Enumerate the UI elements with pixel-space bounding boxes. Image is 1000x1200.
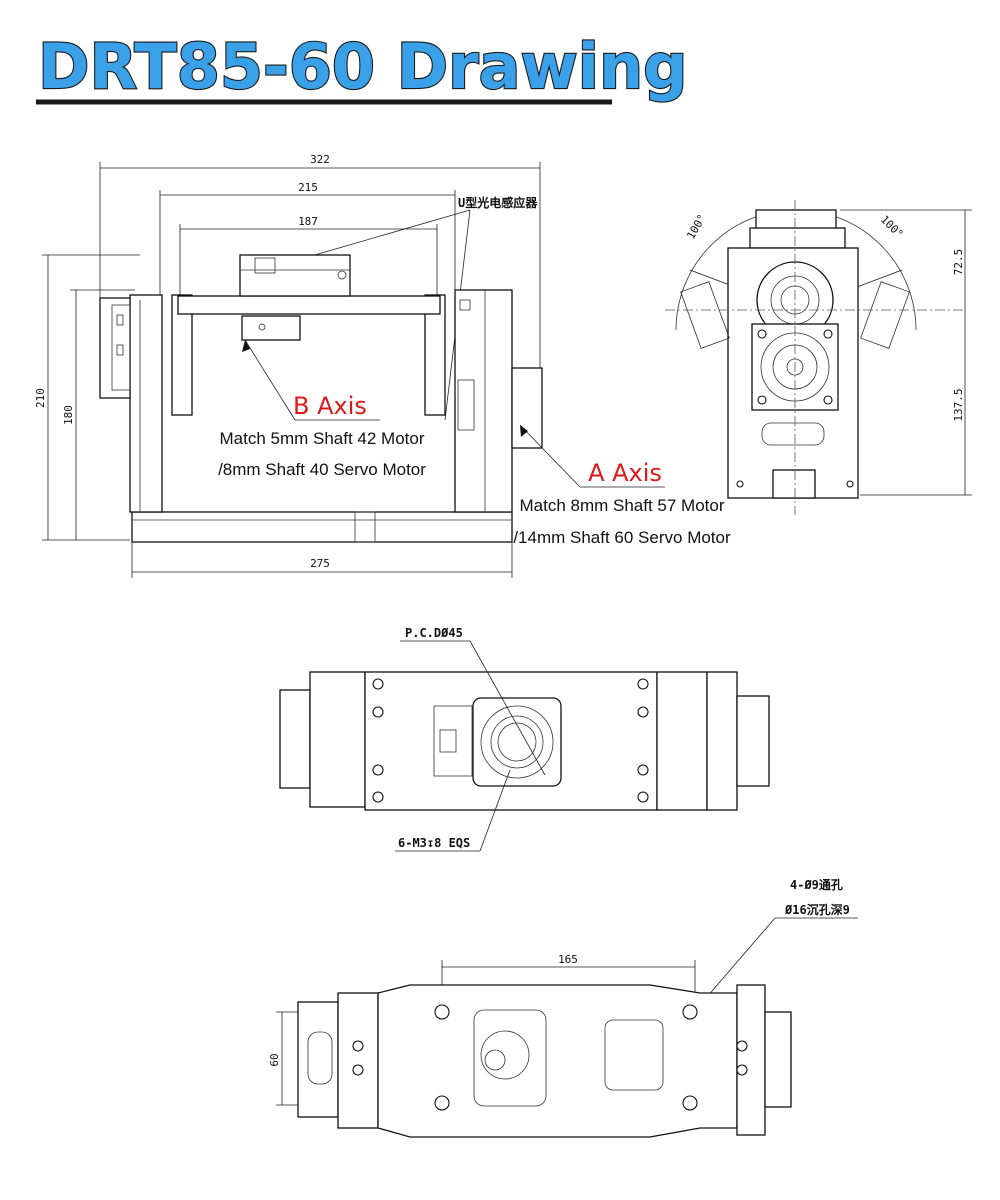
b-axis-spec-1: Match 5mm Shaft 42 Motor: [219, 429, 424, 448]
b-axis-motor: [99, 297, 131, 399]
a-axis-spec-2: /14mm Shaft 60 Servo Motor: [513, 528, 731, 547]
front-view: 322 215 187 U型光电感应器 210 180: [34, 153, 731, 578]
bottom-main-body: [377, 984, 738, 1138]
a-axis-title: A Axis: [588, 459, 662, 487]
side-view: 100° 100° 72.5 137.5: [665, 200, 972, 515]
dim-body-height: 180: [62, 405, 75, 425]
thread-label: 6-M3↧8 EQS: [398, 836, 470, 850]
sensor-label: U型光电感应器: [458, 195, 538, 210]
dim-table-width: 187: [298, 215, 318, 228]
base-plate: [131, 511, 513, 543]
right-upright: [454, 289, 513, 513]
rotary-table: [177, 295, 441, 315]
table-top-fixture: [239, 254, 351, 297]
page-title: DRT85-60 Drawing: [38, 30, 688, 103]
a-axis-spec-1: Match 8mm Shaft 57 Motor: [519, 496, 724, 515]
top-rotary-table: [472, 697, 562, 787]
bottom-view: 4-Ø9通孔 Ø16沉孔深9 165 60: [268, 877, 858, 1138]
dim-overall-height: 210: [34, 388, 47, 408]
b-axis-title: B Axis: [293, 392, 367, 420]
angle-right: 100°: [878, 213, 906, 241]
a-axis-motor: [511, 367, 543, 449]
angle-left: 100°: [684, 212, 709, 241]
dim-base-width: 275: [310, 557, 330, 570]
hole-label-2: Ø16沉孔深9: [784, 902, 850, 917]
dim-inner-width: 215: [298, 181, 318, 194]
left-upright: [129, 294, 163, 513]
dim-overall-width: 322: [310, 153, 330, 166]
pcd-label: P.C.DØ45: [405, 626, 463, 640]
dim-upper: 72.5: [952, 249, 965, 276]
dim-spacing: 165: [558, 953, 578, 966]
title-block: DRT85-60 Drawing: [36, 29, 689, 105]
dim-height: 60: [268, 1053, 281, 1066]
top-view: P.C.DØ45 6-M3↧8 EQS: [279, 626, 770, 852]
b-axis-spec-2: /8mm Shaft 40 Servo Motor: [218, 460, 426, 479]
dim-lower: 137.5: [952, 388, 965, 421]
hole-label-1: 4-Ø9通孔: [790, 877, 843, 892]
